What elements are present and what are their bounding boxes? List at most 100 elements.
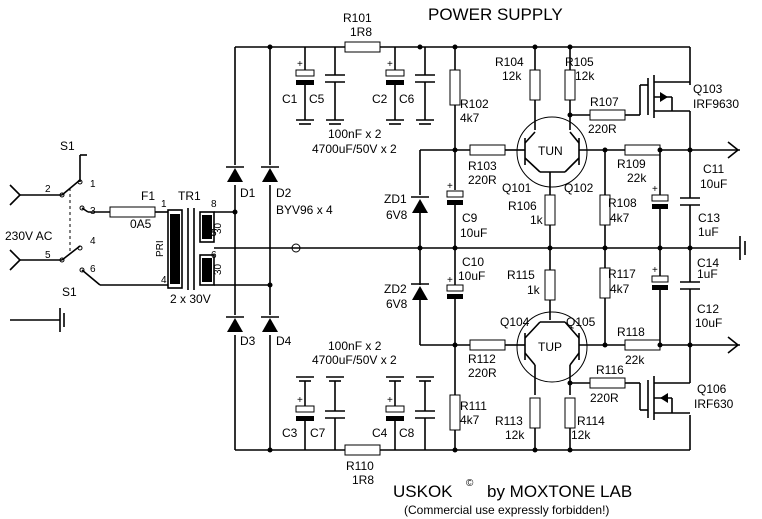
c5-label: C5 — [309, 92, 325, 106]
s1-top-label: S1 — [60, 139, 75, 153]
tun-label: TUN — [538, 144, 563, 158]
mosfet-q103 — [639, 75, 691, 150]
c13-label: C13 — [698, 211, 720, 225]
diode-d2 — [261, 166, 279, 182]
capacitor-c3 — [295, 376, 315, 450]
resistor-r111 — [449, 345, 461, 450]
tr-pri-label: PRI — [155, 240, 166, 257]
credit-mark: © — [466, 478, 474, 489]
s1-bottom-label: S1 — [62, 285, 77, 299]
r102-label: R102 — [460, 97, 489, 111]
c11-label: C11 — [703, 162, 724, 176]
credit-name: USKOK — [393, 482, 453, 501]
r114-value: 12k — [571, 428, 591, 442]
r104-value: 12k — [502, 69, 522, 83]
q103-label: Q103 — [693, 82, 723, 96]
c13-value: 1uF — [698, 225, 719, 239]
r107-value: 220R — [588, 122, 617, 136]
c2-label: C2 — [372, 92, 388, 106]
capacitor-c12 — [651, 248, 669, 345]
r112-value: 220R — [468, 366, 497, 380]
resistor-r115 — [544, 248, 556, 320]
r116-label: R116 — [596, 363, 624, 377]
r114-label: R114 — [577, 414, 605, 428]
c6-label: C6 — [399, 92, 415, 106]
pin-3: 3 — [90, 206, 96, 217]
resistor-r112 — [469, 339, 520, 351]
transistor-pair-tun — [516, 116, 605, 195]
resistor-r107 — [589, 109, 640, 121]
capacitor-c2 — [385, 69, 405, 125]
r106-label: R106 — [508, 199, 537, 213]
resistor-r118 — [605, 336, 740, 354]
c3-plus: + — [297, 395, 303, 406]
c12-label: C12 — [697, 302, 719, 316]
r105-label: R105 — [565, 55, 594, 69]
pin-1: 1 — [90, 179, 96, 190]
capacitor-c8 — [415, 376, 435, 450]
d2-label: D2 — [276, 186, 292, 200]
resistor-r116 — [589, 377, 640, 389]
diode-d4 — [261, 316, 279, 332]
resistor-r110 — [344, 444, 381, 456]
r113-label: R113 — [495, 414, 523, 428]
q103-value: IRF9630 — [693, 97, 739, 111]
c12-plus: + — [652, 265, 658, 276]
d1-label: D1 — [240, 186, 256, 200]
resistor-r117 — [599, 248, 611, 348]
bridge-rectifier — [232, 47, 273, 450]
zd1-value: 6V8 — [386, 208, 408, 222]
tr-sec-2-label: 30 — [213, 263, 224, 275]
input-voltage-label: 230V AC — [5, 229, 53, 243]
positive-rail — [235, 44, 691, 85]
capacitor-c14 — [680, 248, 700, 345]
r104-label: R104 — [495, 55, 524, 69]
capacitor-c1 — [295, 69, 315, 125]
zener-zd1 — [411, 150, 429, 248]
r112-label: R112 — [468, 352, 496, 366]
diode-d3 — [226, 316, 244, 332]
tr-pin-6: 6 — [211, 250, 217, 261]
r109-value: 22k — [627, 171, 647, 185]
resistor-r113 — [529, 397, 541, 450]
c9-label: C9 — [462, 211, 478, 225]
r116-value: 220R — [590, 391, 619, 405]
r117-label: R117 — [608, 267, 636, 281]
top-elko-caps: 4700uF/50V x 2 — [312, 142, 397, 156]
q106-label: Q106 — [697, 382, 727, 396]
title: POWER SUPPLY — [428, 5, 563, 24]
r115-value: 1k — [527, 283, 541, 297]
r118-value: 22k — [625, 353, 645, 367]
r103-label: R103 — [468, 159, 497, 173]
r107-label: R107 — [590, 95, 619, 109]
c10-plus: + — [447, 275, 453, 286]
bottom-elko-caps: 4700uF/50V x 2 — [312, 353, 397, 367]
tr-pin-8: 8 — [211, 199, 217, 210]
r108-value: 4k7 — [610, 211, 630, 225]
pin-6: 6 — [90, 264, 96, 275]
capacitor-c4 — [385, 376, 405, 450]
bottom-film-caps: 100nF x 2 — [328, 339, 382, 353]
resistor-r102 — [420, 47, 470, 190]
capacitor-c5 — [325, 74, 345, 125]
d4-label: D4 — [276, 334, 292, 348]
r110-label: R110 — [346, 459, 374, 473]
r105-value: 12k — [575, 69, 595, 83]
capacitor-c13 — [680, 150, 700, 248]
r106-value: 1k — [530, 213, 544, 227]
transformer-tr1 — [167, 208, 300, 290]
c14-label: C14 — [697, 256, 719, 270]
diode-d1 — [226, 166, 244, 182]
r109-label: R109 — [617, 157, 646, 171]
resistor-r105 — [564, 47, 590, 130]
ground-rail — [291, 236, 746, 260]
q102-label: Q102 — [564, 181, 594, 195]
tr-rating: 2 x 30V — [170, 292, 211, 306]
r103-value: 220R — [468, 173, 497, 187]
c10-label: C10 — [462, 255, 484, 269]
r101-value: 1R8 — [350, 25, 372, 39]
zd2-label: ZD2 — [384, 282, 407, 296]
fuse-f1 — [109, 206, 168, 218]
r101-label: R101 — [343, 11, 372, 25]
q104-label: Q104 — [500, 315, 530, 329]
